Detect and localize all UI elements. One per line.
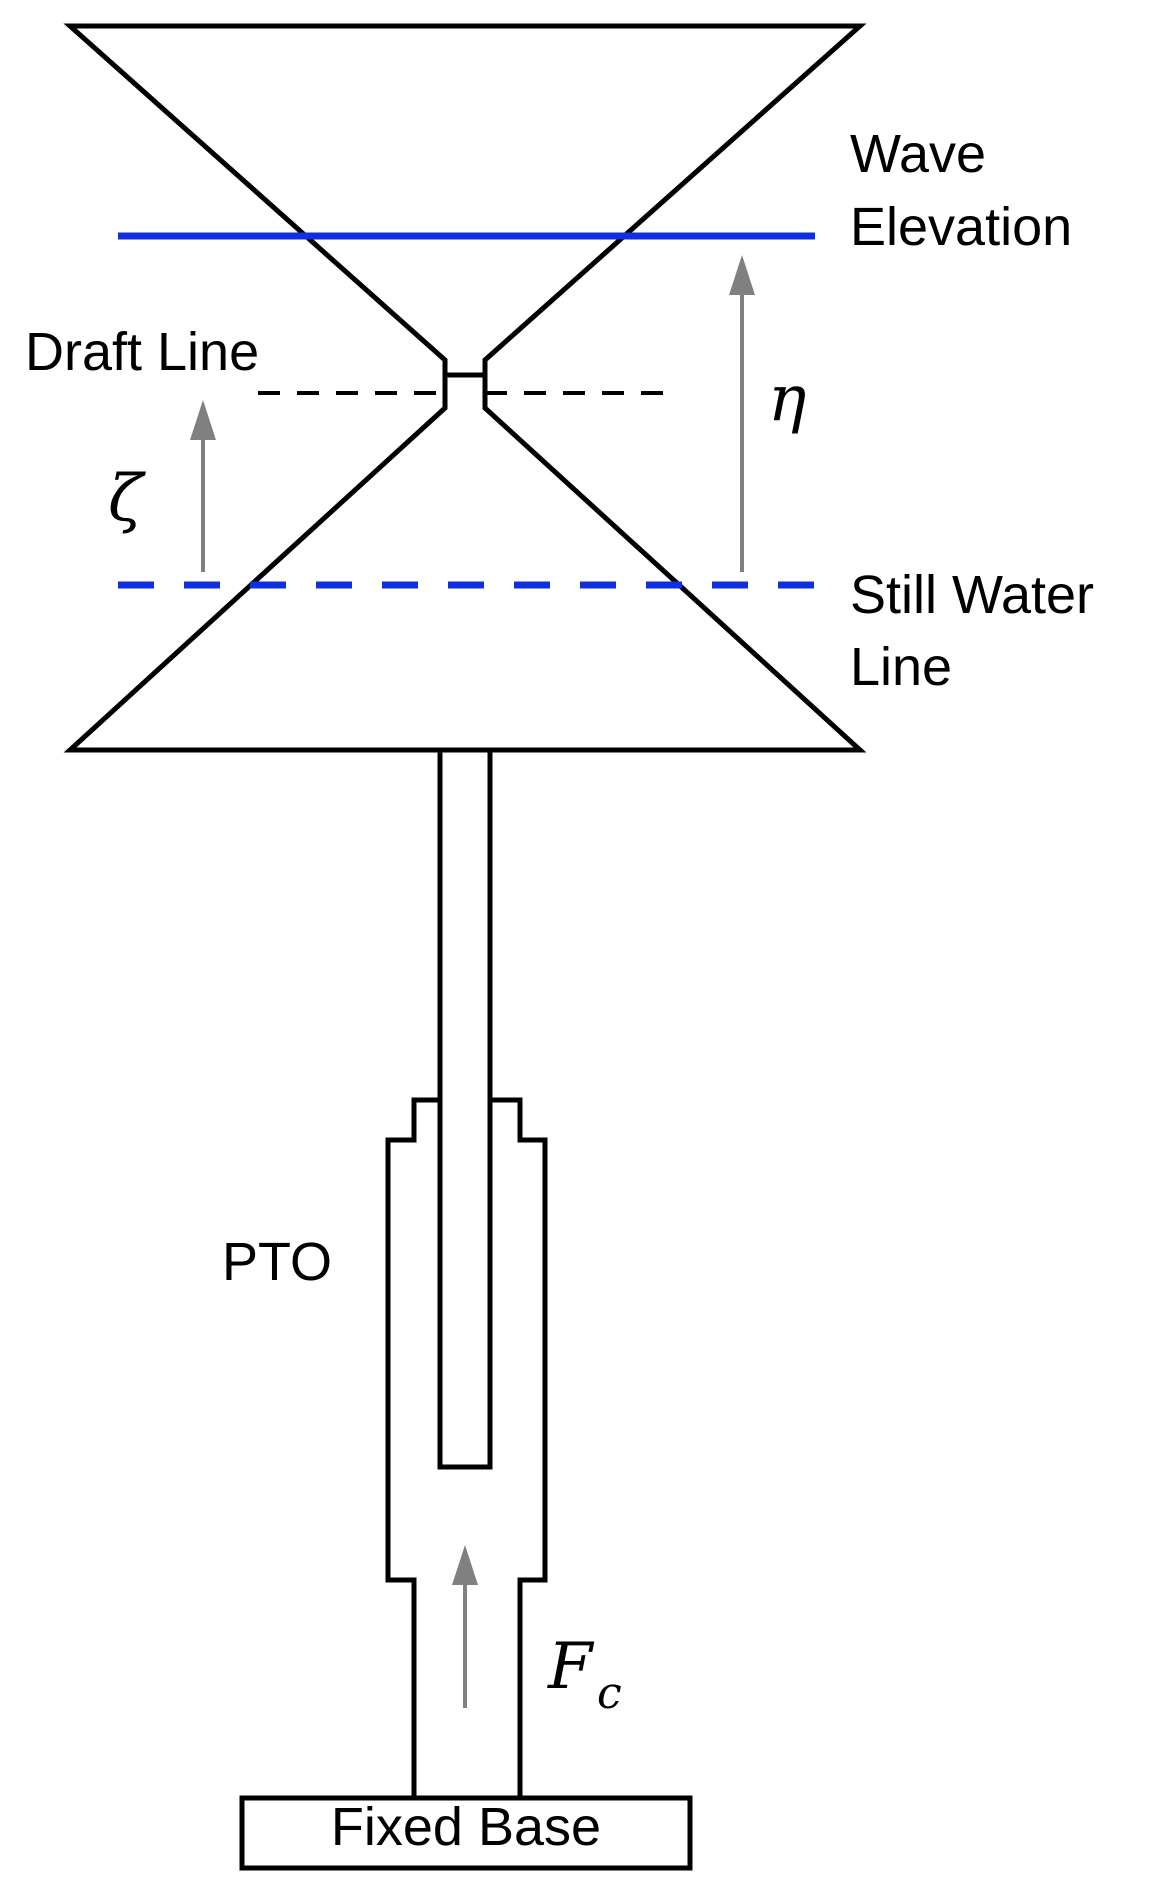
fixed-base-label: Fixed Base — [331, 1797, 601, 1857]
pto-label: PTO — [222, 1232, 332, 1292]
draft-line-label: Draft Line — [25, 322, 259, 382]
force-symbol: F — [547, 1630, 595, 1704]
eta-symbol: η — [768, 362, 806, 436]
zeta-arrow-head-icon — [190, 400, 216, 440]
still-water-label-line2: Line — [850, 637, 952, 697]
pto-shaft — [437, 750, 493, 1470]
force-subscript: c — [597, 1668, 622, 1719]
wave-elevation-label-line2: Elevation — [850, 197, 1072, 257]
eta-arrow-head-icon — [729, 255, 755, 295]
still-water-label-line1: Still Water — [850, 565, 1094, 625]
fixed-base-block — [239, 1795, 693, 1871]
buoy-lower-cone — [63, 375, 867, 753]
force-arrow-head-icon — [452, 1545, 478, 1585]
wave-elevation-label-line1: Wave — [850, 124, 986, 184]
zeta-symbol: ζ — [108, 462, 146, 536]
